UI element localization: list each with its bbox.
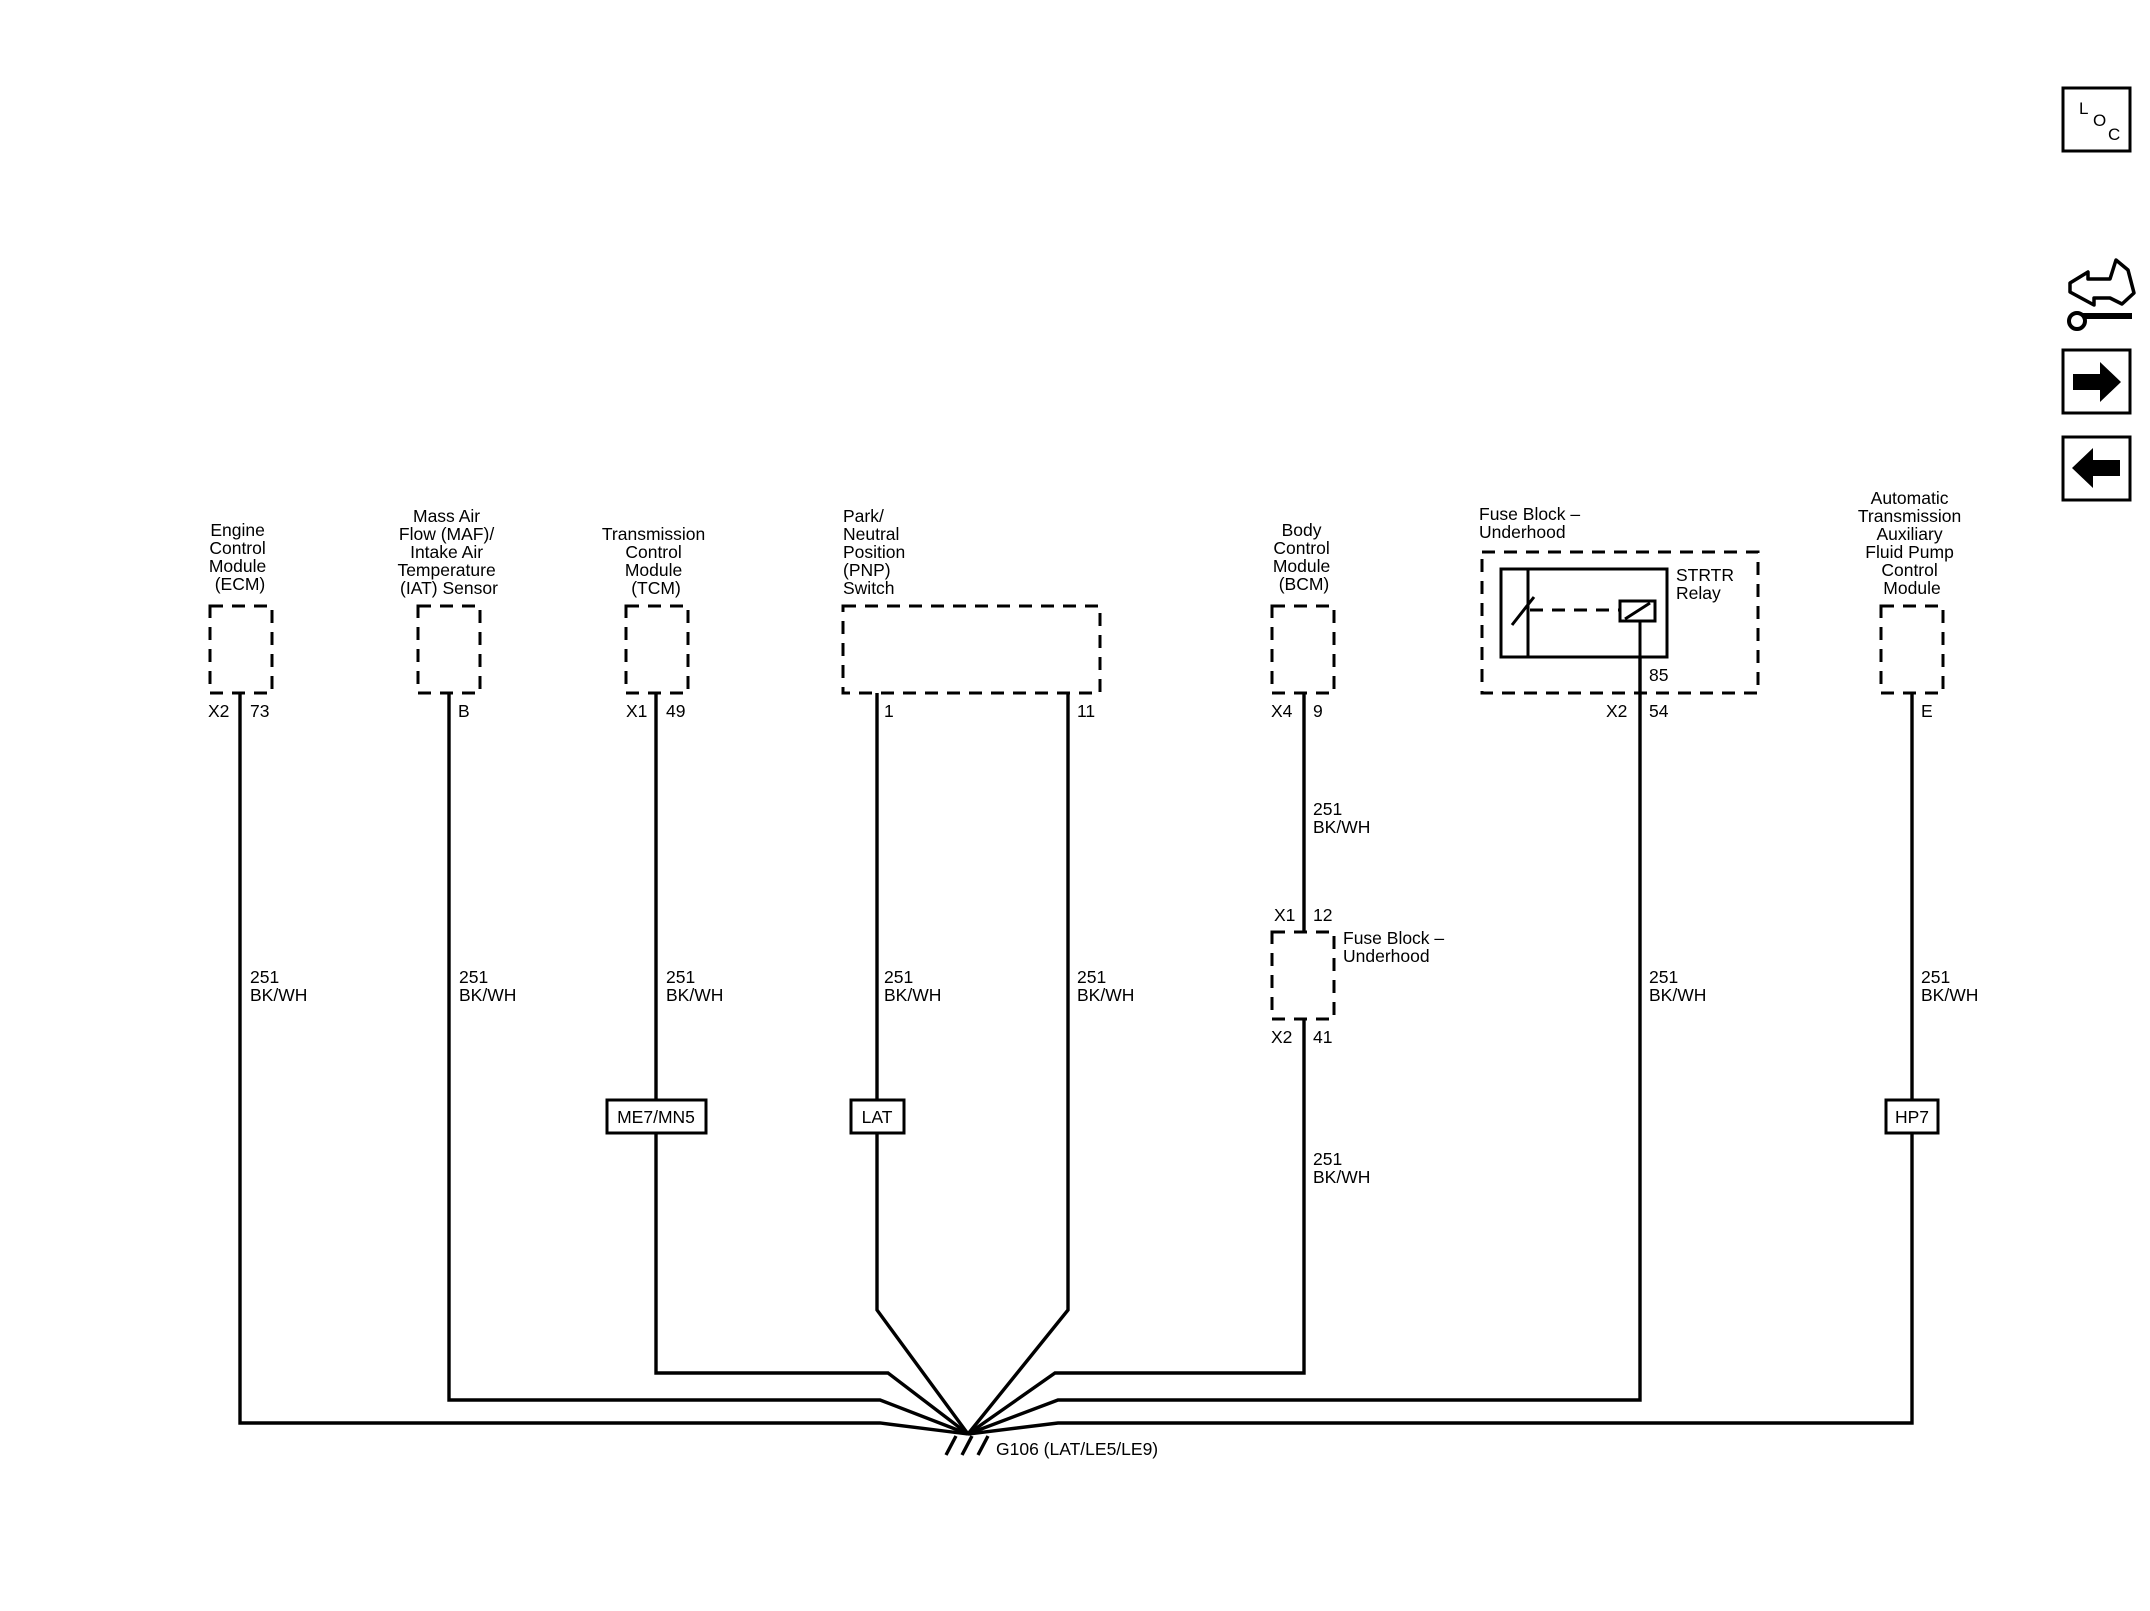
- aux-wire-circuit: 251: [1921, 967, 1950, 987]
- relay-coil: [1618, 599, 1657, 623]
- fuse-mid-in-connector: X1: [1274, 905, 1295, 925]
- maf-iat-sensor-component: Mass Air Flow (MAF)/ Intake Air Temperat…: [397, 506, 516, 1005]
- wire-bcm-lower: [967, 1019, 1306, 1436]
- pnp-switch-component: Park/ Neutral Position (PNP) Switch 1 11…: [841, 506, 1134, 1135]
- ecm-connector: X2: [208, 701, 229, 721]
- fuse-top-box: [1480, 550, 1760, 695]
- pnp-option-label: LAT: [862, 1107, 893, 1127]
- pnp11-wire-circuit: 251: [1077, 967, 1106, 987]
- ecm-component: Engine Control Module (ECM) X2 73 251 BK…: [208, 520, 307, 1005]
- arrow-right-icon: [2073, 362, 2121, 402]
- ecm-wire-circuit: 251: [250, 967, 279, 987]
- bcm-connector: X4: [1271, 701, 1293, 721]
- strtr-relay-box: [1499, 567, 1669, 659]
- bcm-wire-color: BK/WH: [1313, 817, 1370, 837]
- aux-pump-box: [1879, 604, 1945, 695]
- aux-pump-pin: E: [1921, 701, 1933, 721]
- loc-button[interactable]: L O C: [2061, 86, 2132, 153]
- pnp-pin-1: 1: [884, 701, 894, 721]
- ecm-label: Engine Control Module (ECM): [209, 520, 271, 594]
- diagnostic-tool-icon[interactable]: [2067, 258, 2136, 331]
- bcm-component: Body Control Module (BCM) X4 9 251 BK/WH: [1270, 520, 1370, 837]
- ground-label: G106 (LAT/LE5/LE9): [996, 1439, 1158, 1459]
- wire-pnp11: [966, 693, 1070, 1436]
- ecm-box: [208, 604, 274, 695]
- pnp-label: Park/ Neutral Position (PNP) Switch: [843, 506, 910, 598]
- relay-switch-contact: [1510, 596, 1536, 626]
- maf-iat-pin: B: [458, 701, 470, 721]
- loc-letter-o: O: [2093, 111, 2106, 130]
- fuse-mid-wire-circuit: 251: [1313, 1149, 1342, 1169]
- fuse-mid-out-connector: X2: [1271, 1027, 1292, 1047]
- fuse-mid-box: [1270, 930, 1336, 1021]
- strtr-relay-label: STRTR Relay: [1676, 565, 1739, 603]
- fuse-mid-out-pin: 41: [1313, 1027, 1332, 1047]
- pnp1-wire-circuit: 251: [884, 967, 913, 987]
- tcm-wire-circuit: 251: [666, 967, 695, 987]
- wire-ecm: [238, 693, 969, 1436]
- tcm-wire-color: BK/WH: [666, 985, 723, 1005]
- loc-letter-l: L: [2079, 99, 2088, 118]
- ground-g106: G106 (LAT/LE5/LE9): [944, 1435, 1158, 1459]
- tcm-box: [624, 604, 690, 695]
- fuse-mid-in-pin: 12: [1313, 905, 1332, 925]
- maf-wire-circuit: 251: [459, 967, 488, 987]
- ecm-wire-color: BK/WH: [250, 985, 307, 1005]
- wire-maf: [447, 693, 969, 1436]
- tcm-pin: 49: [666, 701, 685, 721]
- tcm-option-label: ME7/MN5: [617, 1107, 695, 1127]
- pnp-pin-11: 11: [1077, 701, 1095, 721]
- previous-arrow-button[interactable]: [2061, 435, 2132, 502]
- wire-aux-lower: [967, 1133, 1914, 1436]
- bcm-box: [1270, 604, 1336, 695]
- fuse-mid-label: Fuse Block – Underhood: [1343, 928, 1449, 966]
- aux-pump-module-component: Automatic Transmission Auxiliary Fluid P…: [1858, 488, 1978, 1135]
- ecm-pin: 73: [250, 701, 269, 721]
- wire-pnp1-lower: [875, 1133, 970, 1436]
- loc-letter-c: C: [2108, 125, 2120, 144]
- tcm-component: Transmission Control Module (TCM) X1 49 …: [602, 524, 723, 1135]
- tcm-label: Transmission Control Module (TCM): [602, 524, 710, 598]
- ground-symbol-icon: [944, 1435, 990, 1456]
- fuse-top-wire-circuit: 251: [1649, 967, 1678, 987]
- wiring: [238, 657, 1914, 1436]
- arrow-left-icon: [2072, 448, 2120, 488]
- tcm-connector: X1: [626, 701, 647, 721]
- fuse-top-connector: X2: [1606, 701, 1627, 721]
- fuse-block-underhood-relay: Fuse Block – Underhood STRTR Relay 85 X2…: [1479, 504, 1760, 1005]
- fuse-top-label: Fuse Block – Underhood: [1479, 504, 1585, 542]
- pnp1-wire-color: BK/WH: [884, 985, 941, 1005]
- wire-tcm-lower: [654, 1133, 970, 1436]
- fuse-top-pin: 54: [1649, 701, 1669, 721]
- maf-iat-label: Mass Air Flow (MAF)/ Intake Air Temperat…: [397, 506, 500, 598]
- fuse-top-wire-color: BK/WH: [1649, 985, 1706, 1005]
- next-arrow-button[interactable]: [2061, 348, 2132, 415]
- maf-iat-box: [416, 604, 482, 695]
- pnp11-wire-color: BK/WH: [1077, 985, 1134, 1005]
- aux-option-label: HP7: [1895, 1107, 1929, 1127]
- bcm-pin: 9: [1313, 701, 1323, 721]
- relay-pin-85: 85: [1649, 665, 1668, 685]
- aux-pump-label: Automatic Transmission Auxiliary Fluid P…: [1858, 488, 1966, 598]
- fuse-block-underhood-inline: X1 12 Fuse Block – Underhood X2 41 251 B…: [1270, 905, 1449, 1187]
- fuse-mid-wire-color: BK/WH: [1313, 1167, 1370, 1187]
- aux-wire-color: BK/WH: [1921, 985, 1978, 1005]
- bcm-label: Body Control Module (BCM): [1273, 520, 1335, 594]
- maf-wire-color: BK/WH: [459, 985, 516, 1005]
- pnp-box: [841, 604, 1102, 695]
- wire-fuse-top: [967, 657, 1642, 1436]
- bcm-wire-circuit: 251: [1313, 799, 1342, 819]
